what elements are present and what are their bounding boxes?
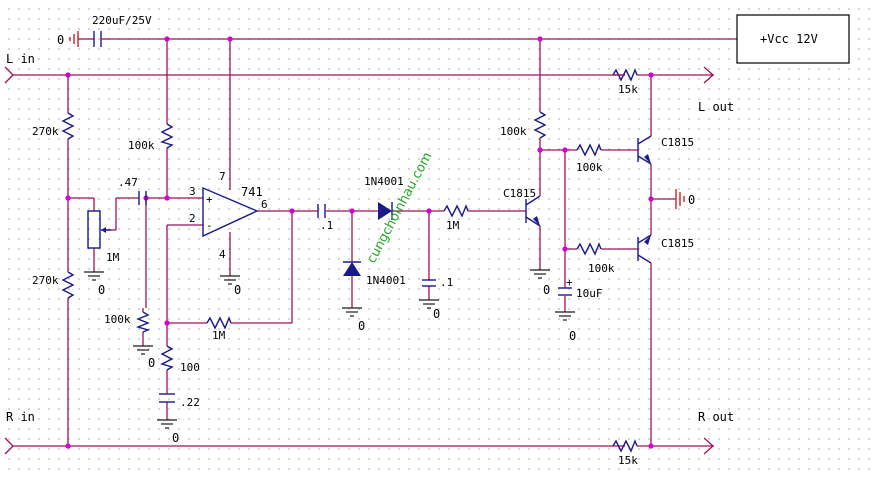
ground-q-driver-label: 0 bbox=[543, 283, 550, 297]
resistor-15k-top: 15k bbox=[612, 68, 638, 96]
port-r-out-label: R out bbox=[698, 410, 734, 424]
ground-pot: 0 bbox=[84, 271, 105, 297]
opamp-pin4: 4 bbox=[219, 248, 226, 261]
ground-cap-10uf-label: 0 bbox=[569, 329, 576, 343]
capacitor-022: .22 bbox=[159, 393, 200, 409]
capacitor-10uf-label: 10uF bbox=[576, 287, 603, 300]
resistor-100k-bias: 100k bbox=[128, 123, 174, 152]
resistor-100k-pin3: 100k bbox=[104, 311, 151, 333]
port-r-in-label: R in bbox=[6, 410, 35, 424]
ground-pot-label: 0 bbox=[98, 283, 105, 297]
diode-series-label: 1N4001 bbox=[364, 175, 404, 188]
wires bbox=[12, 38, 737, 447]
port-r-out: R out bbox=[698, 410, 734, 455]
resistor-100k-collector: 100k bbox=[500, 111, 547, 139]
capacitor-047: .47 bbox=[118, 176, 147, 205]
ground-cap-10uf: 0 bbox=[555, 311, 576, 343]
transistor-driver-label: C1815 bbox=[503, 187, 536, 200]
vcc-label: +Vcc 12V bbox=[760, 32, 818, 46]
capacitor-10uf: + 10uF bbox=[558, 276, 603, 300]
svg-text:+: + bbox=[566, 276, 573, 289]
capacitor-022-label: .22 bbox=[180, 396, 200, 409]
svg-text:-: - bbox=[206, 219, 213, 232]
port-l-out: L out bbox=[698, 66, 734, 114]
transistor-top-c1815: C1815 bbox=[637, 135, 694, 165]
opamp-741: + - 741 3 2 6 7 4 bbox=[189, 170, 268, 261]
opamp-pin7: 7 bbox=[219, 170, 226, 183]
resistor-100-gain: 100 bbox=[160, 345, 200, 374]
diode-shunt-label: 1N4001 bbox=[366, 274, 406, 287]
ground-cap-01-label: 0 bbox=[433, 307, 440, 321]
ground-diode-label: 0 bbox=[358, 319, 365, 333]
svg-text:+: + bbox=[206, 193, 213, 206]
resistor-1m-feedback-label: 1M bbox=[212, 329, 226, 342]
potentiometer-1m-label: 1M bbox=[106, 251, 120, 264]
resistor-100-gain-label: 100 bbox=[180, 361, 200, 374]
ground-supply-cap: 0 bbox=[57, 31, 79, 47]
vcc-source: +Vcc 12V bbox=[736, 14, 850, 64]
ground-opamp-pin4: 0 bbox=[220, 275, 241, 297]
transistor-bottom-c1815: C1815 bbox=[637, 234, 694, 264]
resistor-270k-top: 270k bbox=[32, 112, 75, 140]
opamp-pin2: 2 bbox=[189, 212, 196, 225]
opamp-pin3: 3 bbox=[189, 185, 196, 198]
supply-cap-value: 220uF/25V bbox=[92, 14, 152, 27]
junctions bbox=[65, 36, 654, 449]
capacitor-01-out-label: .1 bbox=[320, 219, 333, 232]
port-l-in-label: L in bbox=[6, 52, 35, 66]
ground-r100k-pin3: 0 bbox=[133, 345, 155, 370]
capacitor-01-out: .1 bbox=[317, 204, 333, 232]
resistor-1m-feedback: 1M bbox=[206, 316, 232, 342]
resistor-15k-bottom-label: 15k bbox=[618, 454, 638, 467]
supply-capacitor: 220uF/25V bbox=[92, 14, 152, 47]
port-r-in: R in bbox=[4, 410, 35, 455]
ground-diode: 0 bbox=[342, 307, 365, 333]
ground-opamp-pin4-label: 0 bbox=[234, 283, 241, 297]
resistor-100k-bias-label: 100k bbox=[128, 139, 155, 152]
port-l-out-label: L out bbox=[698, 100, 734, 114]
resistor-270k-top-label: 270k bbox=[32, 125, 59, 138]
diode-1n4001-shunt: 1N4001 bbox=[343, 261, 406, 287]
ground-cap-022: 0 bbox=[157, 419, 179, 445]
transistor-driver-c1815: C1815 bbox=[503, 187, 541, 227]
ground-q-driver: 0 bbox=[530, 269, 550, 297]
resistor-15k-top-label: 15k bbox=[618, 83, 638, 96]
opamp-label: 741 bbox=[241, 185, 263, 199]
resistor-1m-series: 1M bbox=[443, 204, 469, 232]
ground-cap-022-label: 0 bbox=[172, 431, 179, 445]
resistor-100k-q-top: 100k bbox=[576, 143, 603, 174]
resistor-15k-bottom: 15k bbox=[612, 439, 638, 467]
resistor-1m-series-label: 1M bbox=[446, 219, 460, 232]
resistor-100k-q-bottom-label: 100k bbox=[588, 262, 615, 275]
watermark-text: cungchoinhau.com bbox=[364, 150, 435, 266]
resistor-270k-bottom: 270k bbox=[32, 271, 75, 299]
ground-transistors: 0 bbox=[675, 189, 695, 209]
ground-r100k-pin3-label: 0 bbox=[148, 356, 155, 370]
resistor-100k-collector-label: 100k bbox=[500, 125, 527, 138]
ground-supply-cap-label: 0 bbox=[57, 33, 64, 47]
ground-cap-01: 0 bbox=[419, 299, 440, 321]
capacitor-01-gnd-label: .1 bbox=[440, 276, 453, 289]
resistor-270k-bottom-label: 270k bbox=[32, 274, 59, 287]
transistor-bottom-label: C1815 bbox=[661, 237, 694, 250]
opamp-pin6: 6 bbox=[261, 198, 268, 211]
capacitor-01-gnd: .1 bbox=[422, 276, 453, 289]
resistor-100k-q-bottom: 100k bbox=[576, 242, 615, 275]
capacitor-047-label: .47 bbox=[118, 176, 138, 189]
potentiometer-1m: 1M bbox=[87, 210, 120, 264]
resistor-100k-pin3-label: 100k bbox=[104, 313, 131, 326]
port-l-in: L in bbox=[4, 52, 35, 84]
resistor-100k-q-top-label: 100k bbox=[576, 161, 603, 174]
transistor-top-label: C1815 bbox=[661, 136, 694, 149]
ground-transistors-label: 0 bbox=[688, 193, 695, 207]
diode-1n4001-series: 1N4001 bbox=[364, 175, 404, 220]
